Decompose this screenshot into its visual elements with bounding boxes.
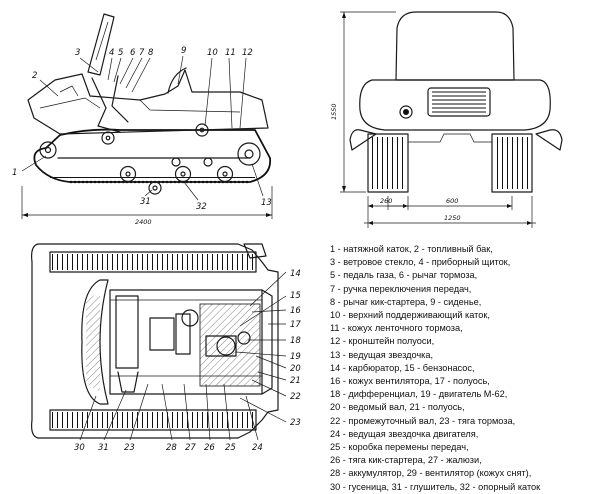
legend-line: 13 - ведущая звездочка, [330,349,434,360]
callout-5: 5 [118,48,123,58]
plan-bottom-track [49,409,257,431]
side-windshield [87,13,115,76]
legend-line: 25 - коробка перемены передач, [330,442,469,453]
front-right-track [491,133,533,193]
height-dimension: 1550 [330,11,396,193]
overall-width-value: 1250 [444,214,461,222]
legend-line: 26 - тяга кик-стартера, 27 - жалюзи, [330,455,482,466]
callout-17: 17 [290,320,301,330]
length-value: 2400 [135,218,152,226]
callout-4: 4 [109,48,114,58]
callout-9: 9 [181,46,186,56]
technical-drawing: 1 2 3 4 5 6 7 8 9 10 11 12 13 31 32 2400 [12,11,563,453]
parts-legend: 1 - натяжной каток, 2 - топливный бак, 3… [330,243,598,494]
callout-23-bottom: 23 [124,443,135,453]
side-view: 1 2 3 4 5 6 7 8 9 10 11 12 13 31 32 2400 [12,13,273,226]
callout-26: 26 [204,443,215,453]
legend-line: 10 - верхний поддерживающий каток, [330,310,490,321]
length-dimension: 2400 [21,186,273,226]
legend-line: 14 - карбюратор, 15 - бензонасос, [330,362,475,373]
front-view: 1550 260 600 1250 [330,11,563,228]
side-track [33,128,272,183]
plan-view: 14 15 16 17 18 19 20 21 22 23 30 31 23 2… [31,243,301,453]
callout-18: 18 [290,336,301,346]
callout-6: 6 [130,48,136,58]
callout-22: 22 [290,392,301,402]
legend-line: 1 - натяжной каток, 2 - топливный бак, [330,244,493,254]
callout-16: 16 [290,306,301,316]
callout-21: 21 [290,376,301,386]
callout-25: 25 [225,443,236,453]
legend-line: 7 - ручка переключения передач, [330,283,472,294]
callout-7: 7 [139,48,145,58]
plan-engine-bay [109,289,263,395]
legend-line: 20 - ведомый вал, 21 - полуось, [330,402,465,413]
legend-line: 18 - дифференциал, 19 - двигатель М-62, [330,389,508,400]
legend-line: 28 - аккумулятор, 29 - вентилятор (кожух… [330,468,532,479]
callout-31: 31 [140,197,151,207]
side-wheels [39,123,261,195]
callout-27: 27 [185,443,196,453]
callout-3: 3 [75,48,80,58]
callout-31-plan: 31 [98,443,109,453]
callout-13: 13 [261,198,272,208]
track-gauge-value: 600 [446,197,458,205]
legend-line: 11 - кожух ленточного тормоза, [330,323,463,334]
callout-30: 30 [74,443,85,453]
front-left-track [367,133,409,193]
height-value: 1550 [330,103,338,120]
callout-11: 11 [225,48,236,58]
legend-line: 24 - ведущая звездочка двигателя, [330,428,479,439]
callout-2: 2 [32,71,37,81]
front-body [359,79,551,131]
callout-32: 32 [196,202,207,212]
callout-1: 1 [12,168,17,178]
legend-line: 16 - кожух вентилятора, 17 - полуось, [330,376,490,387]
track-width-value: 260 [380,197,392,205]
callout-12: 12 [242,48,253,58]
side-body [27,69,269,135]
legend-line: 5 - педаль газа, 6 - рычаг тормоза, [330,270,478,281]
legend-line: 12 - кронштейн полуоси, [330,336,435,347]
callout-19: 19 [290,352,301,362]
width-dimensions: 260 600 1250 [364,196,536,228]
legend-line: 22 - промежуточный вал, 23 - тяга тормоз… [330,415,516,426]
legend-line: 8 - рычаг кик-стартера, 9 - сиденье, [330,296,482,307]
front-windshield [395,11,515,81]
callout-15: 15 [290,291,301,301]
callout-10: 10 [207,48,218,58]
callout-24: 24 [252,443,263,453]
callout-20: 20 [290,364,301,374]
callout-14: 14 [290,269,301,279]
callout-28: 28 [166,443,177,453]
legend-line: 30 - гусеница, 31 - глушитель, 32 - опор… [330,481,541,492]
plan-top-track [49,251,257,273]
plan-seat [81,279,109,405]
plan-body-outline [31,243,279,439]
callout-23-right: 23 [290,418,301,428]
callout-8: 8 [148,48,154,58]
legend-line: 3 - ветровое стекло, 4 - приборный щиток… [330,257,511,268]
